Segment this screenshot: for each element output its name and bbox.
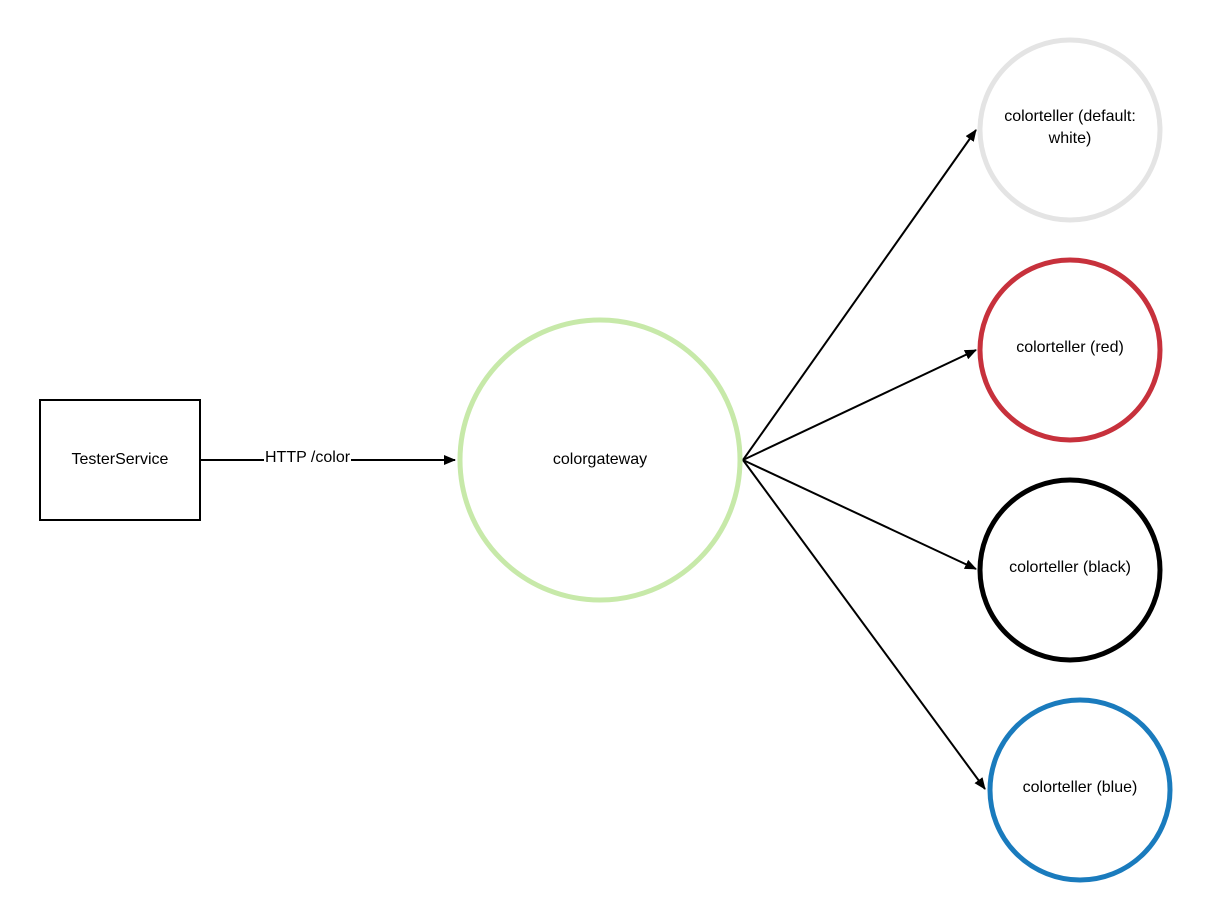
edge-gateway-to-teller-black	[742, 459, 977, 570]
edge-gateway-to-teller-white	[742, 129, 977, 461]
colorteller-blue-label: colorteller (blue)	[1022, 779, 1138, 796]
colorteller-white-circle[interactable]	[977, 37, 1163, 223]
tester-service-label: TesterService	[71, 451, 169, 468]
colorgateway-circle[interactable]	[457, 317, 743, 603]
colorteller-black-circle[interactable]	[977, 477, 1163, 663]
colorteller-black-label: colorteller (black)	[1009, 559, 1131, 576]
edge-gateway-to-teller-blue	[742, 459, 986, 790]
colorteller-red-label: colorteller (red)	[1016, 339, 1124, 356]
edge-gateway-to-teller-red	[742, 349, 977, 461]
colorteller-white-label: colorteller (default: white)	[1004, 108, 1136, 147]
edge-label-http-color: HTTP /color	[264, 448, 352, 468]
tester-service-box[interactable]	[39, 399, 201, 521]
colorteller-red-circle[interactable]	[977, 257, 1163, 443]
colorgateway-label: colorgateway	[552, 451, 648, 468]
colorteller-blue-circle[interactable]	[987, 697, 1173, 883]
